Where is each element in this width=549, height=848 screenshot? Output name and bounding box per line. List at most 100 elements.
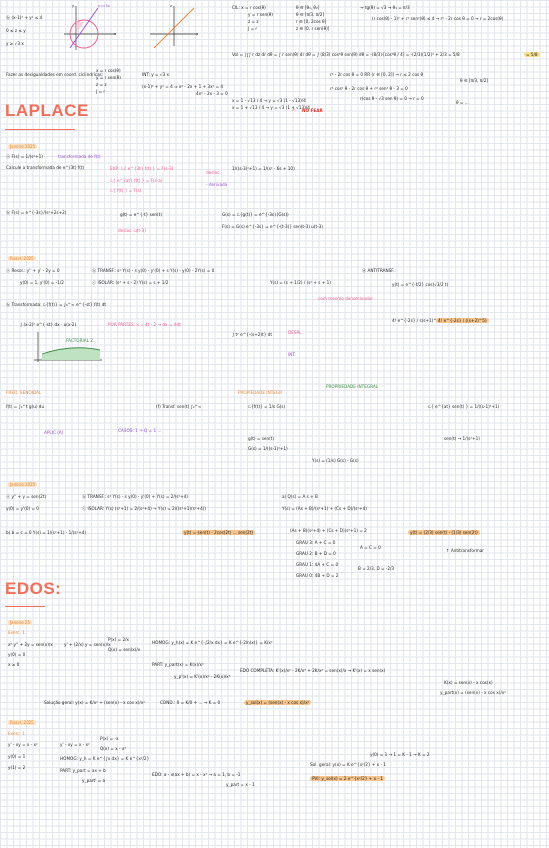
int-label: INT: y = √3 x <box>142 72 169 77</box>
edos-g8: PART: y_part(x) = K(x)/x² <box>152 662 204 667</box>
desig-y: y = r sen(θ) <box>96 75 121 80</box>
laplace-a6: ℒ{ f(t) } = F(s) <box>110 188 142 193</box>
int-x2: x = 1 + √13 / 4 → y = √3 (1 + √13)/4 <box>232 105 310 110</box>
laplace-f12: GRAU 2: B + D = 0 <box>296 551 336 556</box>
laplace-b4: F(s) = G(s) e^{-3s} = e^{-(t-3)} sen(t-3… <box>222 224 323 229</box>
r-solution: (r cos(θ) - 1)² + r² sen²(θ) ≤ 4 → r² - … <box>372 16 504 21</box>
laplace-d9: PROPRIEDADE INTEGRAL <box>326 384 379 389</box>
laplace-d10: 4! e^{-2s} / ((s+2)^5) <box>436 318 489 324</box>
int-quad: 4x² - 2x - 3 = 0 <box>196 91 228 96</box>
graph-axis-x: x <box>114 32 117 36</box>
edos-r10: EDO: a - x(ax + b) = x - x² → a = 1, b =… <box>152 772 241 777</box>
laplace-f14: GRAU 0: 4B + D = 2 <box>296 573 339 578</box>
edos-g7: HOMOG: y_h(x) = K e^{-∫2/x dx} = K e^{-2… <box>152 640 273 645</box>
laplace-b5: desloc. u(t-3) <box>118 228 146 233</box>
laplace-c5: ⓓ ANTITRANSF.: <box>362 268 396 273</box>
laplace-f5: y(0) = y'(0) = 0 <box>6 506 39 511</box>
volume-result: = 5/8 <box>524 52 540 58</box>
region-graph-2 <box>150 6 198 49</box>
edos-r16: y(1) = 2 <box>8 765 26 770</box>
laplace-e11: APLIC.(A) <box>44 430 64 435</box>
laplace-reavl-tag: Reavl. 2025 <box>8 256 36 261</box>
edos-r14: PVI: y_sol(x) = 2 e^{x²/2} + x - 1 <box>310 776 385 782</box>
laplace-d8: INT. <box>288 352 296 357</box>
edos-g4: y' + (2/x) y = sen(x)/x <box>64 642 111 647</box>
edos-g9: y_p'(x) = K'(x)/x² - 2K(x)/x³ <box>174 674 231 679</box>
laplace-e5: ℒ{f(t)} = 1/s G(s) <box>248 404 286 409</box>
laplace-e10: sen(t) → 1/(s²+1) <box>444 436 480 441</box>
laplace-a1: ⓐ F(s) = 1/(s²+1) <box>6 154 43 159</box>
edos-r11: y_part = x - 1 <box>226 782 255 787</box>
region-eq-1: ⓑ (x-1)² + y² ≤ 4 <box>6 15 43 20</box>
edos-jan-tag: Janeiro 25 <box>8 620 33 625</box>
desig-label: Fazer as desigualdades em coord. ciclind… <box>6 72 104 77</box>
edos-underline <box>5 606 45 607</box>
cil-j: J = r <box>248 26 258 31</box>
laplace-c3: ⓑ TRANSF.: s² Y(s) - s y(0) - y'(0) + s … <box>92 268 215 273</box>
edos-g11: K(x) = sen(x) - x cos(x) <box>444 680 493 685</box>
laplace-d4: ∫ t² e^{-(s+2)t} dt <box>232 332 272 337</box>
rr-theta: θ ∈ [π/3, π/2] <box>460 78 488 83</box>
laplace-f13: GRAU 1: 4A + C = 0 <box>296 562 339 567</box>
edos-g15: y_sol(x) = (sen(x) - x cos x)/x² <box>244 700 312 706</box>
warning-icon: ⚠ <box>292 107 296 112</box>
edos-r8: PART: y_part = ax + b <box>60 768 106 773</box>
laplace-e6: g(t) = sen(t) <box>248 436 275 441</box>
laplace-underline <box>5 129 75 130</box>
edos-g10: EDO COMPLETA: K'(x)/x² - 2K/x³ + 2K/x³ =… <box>240 668 386 673</box>
laplace-d2: ∫ (x-2)² e^{-st} dx · u(x-2) <box>20 322 77 327</box>
edos-r9: y_part' = a <box>82 778 106 783</box>
laplace-a8: desloc. <box>206 170 221 175</box>
laplace-c6: y(0) = 1, y'(0) = -1/2 <box>20 280 64 285</box>
edos-g6: Q(x) = sen(x)/x <box>108 647 141 652</box>
edos-title: EDOS: <box>5 579 62 598</box>
edos-r13: y(0) = 1 → 1 = K - 1 → K = 2 <box>370 752 430 757</box>
cil-y: y = r sen(θ) <box>248 12 273 17</box>
edos-reavl-tag: Reavl. 2025 <box>8 720 36 725</box>
edos-r3: y' - xy = x - x² <box>8 742 38 747</box>
rcos-eq: r² cos² θ - 2r cos θ + r² sen² θ - 3 = 0 <box>330 86 408 91</box>
laplace-f9: y(t) = sen(t) - 2cos(2t) ... sen(2t) <box>182 530 255 536</box>
laplace-e7: ℒ{ e^{at} sen(t) } = 1/((s-1)²+1) <box>428 404 500 409</box>
edos-g5: P(x) = 2/x <box>108 637 129 642</box>
int-eq: (x-1)² + y² = 4 ⇒ x² - 2x + 1 + 3x² = 4 <box>142 84 224 89</box>
graph-fn-label: y=√3x <box>98 4 110 8</box>
laplace-f6: ⓒ ISOLAR: Y(s) (s²+1) = 2/(s²+4) → Y(s) … <box>82 506 207 511</box>
laplace-c9: com mesmo denominador <box>318 296 373 301</box>
edos-r6: Q(x) = x - x² <box>100 746 127 751</box>
laplace-d1: ⓑ Transformada: ℒ{f(t)} = ∫₀^∞ e^{-st} f… <box>6 302 107 307</box>
laplace-e8: G(s) = 1/((s-1)²+1) <box>248 446 288 451</box>
laplace-d5: DESPL. <box>288 330 303 335</box>
laplace-b3: G(s) = ℒ{g(t)} = e^{-3s}(G(s)) <box>222 212 289 217</box>
theta-bounds: θ ∈ [π/3, π/2] <box>296 12 324 17</box>
region-eq-3: y ≥ √3 x <box>6 41 24 46</box>
laplace-b2: g(t) = e^{-t} sen(t) <box>120 212 162 217</box>
edos-exerc-2: Exerc. 1. <box>8 731 27 736</box>
rr-eq: r² - 2r cos θ = 0 RR (r ∈ [0, 2]) → r ≤ … <box>330 72 424 77</box>
region-eq-2: 0 ≤ z ≤ y <box>6 28 26 33</box>
cil-x: CIL: x = r cos(θ) <box>232 5 266 10</box>
graph2-axis-y: y <box>196 32 199 36</box>
edos-exerc-1: Exerc. 1. <box>8 630 27 635</box>
rcos-theta: θ = ... <box>456 100 469 105</box>
edos-g1: x² y'' + 2y = sen(x)/x <box>8 642 53 647</box>
laplace-step-graph <box>34 332 102 362</box>
laplace-title: LAPLACE <box>5 101 89 120</box>
laplace-f4: a) Q(s) = A s + B <box>282 494 318 499</box>
edos-g14: COND.: 0 = K/0 + ... → K = 0 <box>160 700 221 705</box>
r-bounds: r ∈ [0, 2cos θ] <box>296 19 327 24</box>
no-fear-note: NO FEAR <box>302 108 323 113</box>
laplace-d6: 4! e^{-2s} / s(s+1)^5 <box>392 318 440 323</box>
laplace-f7: Y(s) = (As + B)/(s²+1) + (Cs + D)/(s²+4) <box>282 506 367 511</box>
rcos-zero: r(cos θ - √3 sen θ) = 0 → r = 0 <box>360 96 424 101</box>
desig-j: J = r <box>96 89 106 94</box>
laplace-c2: ⓐ Resol.: y'' + y' - 2y = 0 <box>6 268 60 273</box>
edos-r5: P(x) = -x <box>100 736 119 741</box>
theta-solution: → tg(θ) = √3 → θ₁ = π/3 <box>360 5 410 10</box>
laplace-e3: PROPIEDADE INTEGR <box>238 390 283 395</box>
laplace-f17: ↑ Antitransformar <box>446 548 484 553</box>
laplace-jan2-tag: Janeiro 2025 <box>8 482 38 487</box>
desig-z: z = z <box>96 82 107 87</box>
laplace-f15: A = C = 0 <box>360 545 381 550</box>
laplace-e12: CASOS: 1 → Q = 1 ... <box>118 428 162 433</box>
